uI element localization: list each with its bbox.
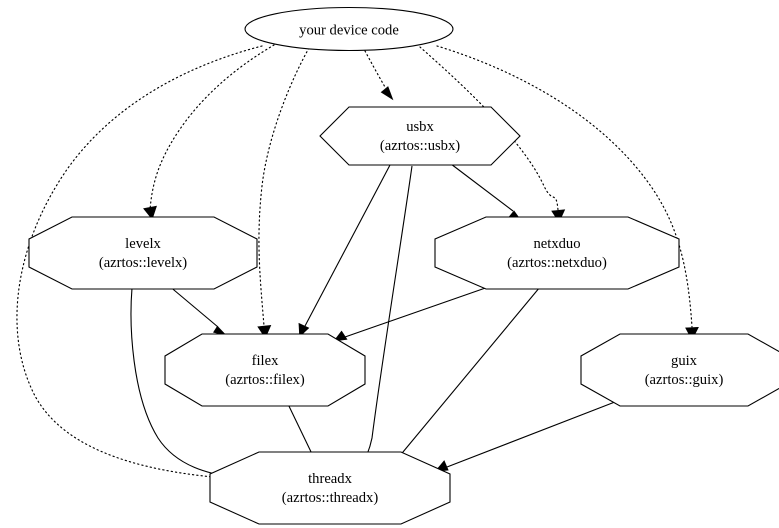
edge-path xyxy=(149,44,275,211)
node-label-line2: (azrtos::netxduo) xyxy=(507,255,607,271)
edge-path xyxy=(167,284,219,328)
edge-usbx-to-netxduo xyxy=(450,163,523,223)
edge-path xyxy=(16,45,263,479)
node-label-line1: netxduo xyxy=(533,236,580,252)
node-threadx[interactable]: threadx (azrtos::threadx) xyxy=(209,451,451,525)
octagon-shape xyxy=(28,216,258,290)
node-label-line1: threadx xyxy=(308,471,352,487)
edge-path xyxy=(397,286,541,459)
edge-path xyxy=(419,46,559,211)
edge-usbx-to-filex xyxy=(298,164,391,338)
edge-device-to-filex xyxy=(257,47,310,339)
node-label-line2: (azrtos::guix) xyxy=(645,372,724,388)
edge-path xyxy=(446,399,621,468)
edge-netxduo-to-filex xyxy=(333,284,495,342)
edge-levelx-to-filex xyxy=(167,284,228,336)
edge-path xyxy=(286,401,314,457)
edge-device-to-usbx xyxy=(364,50,394,101)
edge-path xyxy=(364,50,386,88)
arrowhead-icon xyxy=(298,322,310,338)
node-label-line2: (azrtos::levelx) xyxy=(99,255,187,271)
octagon-shape xyxy=(319,106,521,166)
node-label-line2: (azrtos::filex) xyxy=(225,372,305,388)
node-label-line1: your device code xyxy=(299,23,399,39)
edge-device-to-guix xyxy=(436,45,699,341)
node-label-line1: guix xyxy=(671,353,698,369)
node-your-device-code[interactable]: your device code xyxy=(244,6,454,52)
node-guix[interactable]: guix (azrtos::guix) xyxy=(580,333,779,407)
octagon-shape xyxy=(434,216,680,290)
octagon-shape xyxy=(209,451,451,525)
edge-path xyxy=(450,163,514,212)
edge-netxduo-to-threadx xyxy=(389,286,541,469)
edge-path xyxy=(304,164,391,327)
octagon-shape xyxy=(164,333,366,407)
ellipse-shape xyxy=(244,6,454,52)
edge-path xyxy=(130,287,237,479)
edge-path xyxy=(436,45,693,328)
edge-device-to-levelx xyxy=(143,44,275,220)
arrowhead-icon xyxy=(333,330,348,342)
arrowhead-icon xyxy=(380,86,394,101)
node-label-line1: filex xyxy=(252,353,279,369)
node-filex[interactable]: filex (azrtos::filex) xyxy=(164,333,366,407)
octagon-shape xyxy=(580,333,779,407)
edge-path xyxy=(344,284,495,338)
node-layer: your device code usbx (azrtos::usbx) lev… xyxy=(28,6,779,525)
node-label-line1: levelx xyxy=(125,236,161,252)
arrowhead-icon xyxy=(143,205,157,220)
node-label-line1: usbx xyxy=(406,119,434,135)
arrowhead-icon xyxy=(257,325,272,339)
node-label-line2: (azrtos::threadx) xyxy=(282,490,379,506)
node-levelx[interactable]: levelx (azrtos::levelx) xyxy=(28,216,258,290)
node-usbx[interactable]: usbx (azrtos::usbx) xyxy=(319,106,521,166)
node-label-line2: (azrtos::usbx) xyxy=(380,138,460,154)
edge-path xyxy=(258,47,310,327)
edge-path xyxy=(365,165,413,458)
edge-guix-to-threadx xyxy=(434,399,621,472)
node-netxduo[interactable]: netxduo (azrtos::netxduo) xyxy=(434,216,680,290)
